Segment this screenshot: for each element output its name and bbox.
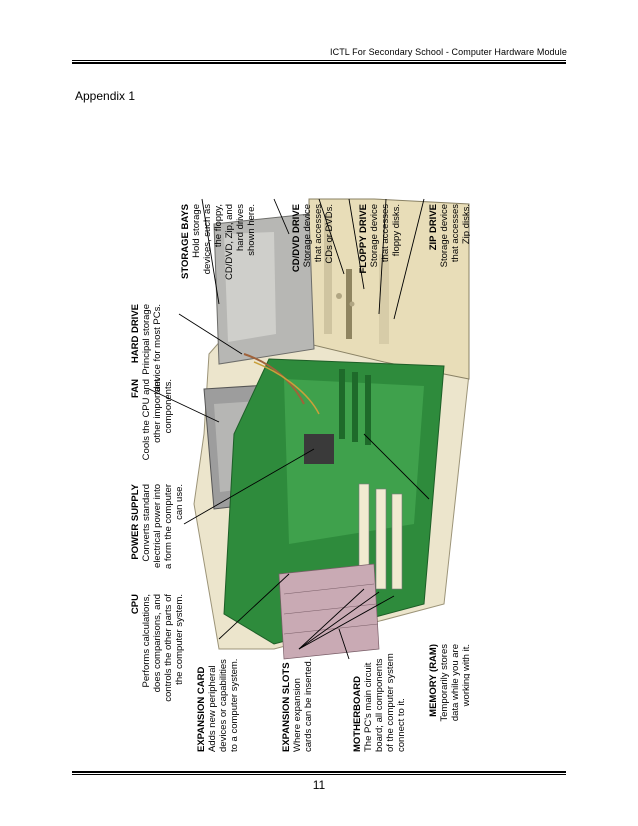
svg-text:EXPANSION CARD: EXPANSION CARD	[196, 667, 207, 752]
svg-text:Temporarily stores: Temporarily stores	[439, 644, 450, 722]
svg-text:to a computer system.: to a computer system.	[229, 659, 240, 752]
svg-text:FLOPPY DRIVE: FLOPPY DRIVE	[358, 204, 369, 274]
svg-text:data while you are: data while you are	[450, 644, 461, 721]
label-cpu: CPU Performs calculations, does comparis…	[130, 594, 185, 702]
label-floppy-drive: FLOPPY DRIVE Storage device that accesse…	[358, 204, 402, 274]
svg-text:STORAGE BAYS: STORAGE BAYS	[180, 204, 191, 279]
svg-text:devices or capabilities: devices or capabilities	[218, 659, 229, 752]
svg-text:CDs or DVDs.: CDs or DVDs.	[324, 204, 335, 264]
label-hard-drive: HARD DRIVE Principal storage device for …	[130, 304, 163, 392]
svg-text:devices, such as: devices, such as	[202, 204, 213, 274]
svg-text:that accesses: that accesses	[313, 204, 324, 262]
footer-rule-thick	[72, 771, 566, 773]
svg-text:that accesses: that accesses	[450, 204, 461, 262]
svg-text:hard drives: hard drives	[235, 204, 246, 251]
header-rule	[72, 60, 566, 61]
svg-text:can use.: can use.	[174, 484, 185, 520]
svg-text:device for most PCs.: device for most PCs.	[152, 304, 163, 392]
svg-text:Adds new peripheral: Adds new peripheral	[207, 665, 218, 752]
svg-text:MOTHERBOARD: MOTHERBOARD	[352, 676, 363, 752]
label-storage-bays: STORAGE BAYS Hold storage devices, such …	[180, 204, 257, 280]
svg-text:CD/DVD DRIVE: CD/DVD DRIVE	[291, 204, 302, 272]
label-cd-dvd-drive: CD/DVD DRIVE Storage device that accesse…	[291, 204, 335, 272]
svg-text:of the computer system: of the computer system	[385, 653, 396, 752]
svg-text:The PC's main circuit: The PC's main circuit	[363, 662, 374, 752]
label-zip-drive: ZIP DRIVE Storage device that accesses Z…	[428, 204, 470, 268]
svg-text:a form the computer: a form the computer	[163, 484, 174, 569]
svg-text:EXPANSION SLOTS: EXPANSION SLOTS	[281, 662, 292, 752]
label-memory-ram: MEMORY (RAM) Temporarily stores data whi…	[428, 644, 470, 722]
svg-text:controls the other parts of: controls the other parts of	[163, 594, 174, 702]
svg-text:floppy disks.: floppy disks.	[391, 204, 402, 256]
leader-lines	[148, 198, 430, 660]
svg-text:other important: other important	[152, 379, 163, 443]
svg-text:Zip disks.: Zip disks.	[461, 204, 470, 244]
svg-text:Storage device: Storage device	[302, 204, 313, 267]
svg-text:Hold storage: Hold storage	[191, 204, 202, 258]
svg-text:Performs calculations,: Performs calculations,	[141, 594, 152, 687]
appendix-label: Appendix 1	[75, 89, 136, 103]
svg-text:connect to it.: connect to it.	[396, 698, 407, 752]
svg-text:CD/DVD, Zip, and: CD/DVD, Zip, and	[224, 204, 235, 280]
svg-text:cards can be inserted.: cards can be inserted.	[303, 659, 314, 752]
svg-text:HARD DRIVE: HARD DRIVE	[130, 304, 141, 363]
svg-text:does comparisons, and: does comparisons, and	[152, 594, 163, 692]
svg-text:MEMORY (RAM): MEMORY (RAM)	[428, 644, 439, 717]
svg-text:CPU: CPU	[130, 594, 141, 614]
label-expansion-slots: EXPANSION SLOTS Where expansion cards ca…	[281, 659, 314, 752]
svg-text:that accesses: that accesses	[380, 204, 391, 262]
svg-text:Storage device: Storage device	[439, 204, 450, 267]
svg-text:electrical power into: electrical power into	[152, 484, 163, 568]
svg-text:Where expansion: Where expansion	[292, 678, 303, 752]
svg-text:working with it.: working with it.	[461, 644, 470, 707]
label-motherboard: MOTHERBOARD The PC's main circuit board;…	[352, 653, 407, 752]
label-expansion-card: EXPANSION CARD Adds new peripheral devic…	[196, 659, 240, 752]
svg-text:ZIP DRIVE: ZIP DRIVE	[428, 204, 439, 250]
svg-text:Principal storage: Principal storage	[141, 304, 152, 375]
footer-rule	[72, 774, 566, 775]
label-power-supply: POWER SUPPLY Converts standard electrica…	[130, 483, 185, 569]
header-rule-thick	[72, 62, 566, 64]
svg-text:board; all components: board; all components	[374, 658, 385, 752]
running-header: ICTL For Secondary School - Computer Har…	[330, 47, 567, 57]
computer-case-illustration	[193, 198, 470, 660]
svg-text:Converts standard: Converts standard	[141, 484, 152, 562]
page-number: 11	[312, 778, 326, 792]
label-fan: FAN Cools the CPU and other important co…	[130, 379, 174, 461]
svg-text:shown here.: shown here.	[246, 204, 257, 256]
computer-hardware-diagram: STORAGE BAYS Hold storage devices, such …	[130, 198, 470, 752]
svg-text:the floppy,: the floppy,	[213, 204, 224, 247]
svg-text:Cools the CPU and: Cools the CPU and	[141, 379, 152, 460]
svg-text:the computer system.: the computer system.	[174, 594, 185, 685]
svg-text:Storage device: Storage device	[369, 204, 380, 267]
svg-text:components.: components.	[163, 379, 174, 433]
svg-text:POWER SUPPLY: POWER SUPPLY	[130, 483, 141, 559]
svg-text:FAN: FAN	[130, 379, 141, 398]
